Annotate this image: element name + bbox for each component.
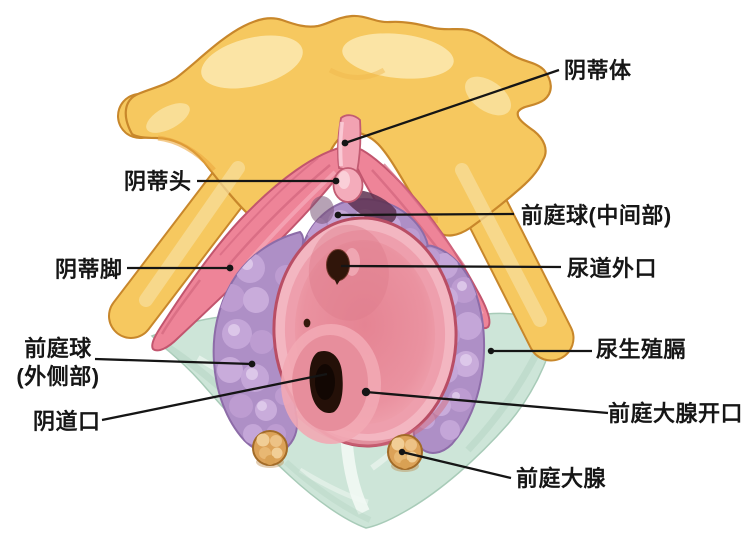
greater-vestibular-gland-left-shape [252, 430, 288, 468]
label-clitoral-body: 阴蒂体 [564, 58, 632, 83]
label-glans-clitoris: 阴蒂头 [124, 169, 192, 194]
label-urogenital-diaphragm: 尿生殖膈 [596, 337, 687, 362]
label-vestibular-bulb-lateral-line1: 前庭球 [24, 336, 92, 361]
label-vestibular-bulb-lateral: 前庭球 (外侧部) [2, 335, 114, 390]
vaginal-orifice-shape [281, 324, 381, 444]
vestibule-shape [272, 216, 458, 448]
label-vestibular-bulb-intermediate: 前庭球(中间部) [521, 203, 672, 228]
clitoris-shape [332, 114, 364, 203]
leader-lines [94, 68, 609, 480]
urethral-orifice-shape [326, 248, 360, 285]
lesser-gland-pit-upper [303, 318, 311, 328]
glans-shadow-left [310, 196, 334, 224]
label-vestibular-bulb-lateral-line2: (外侧部) [16, 363, 100, 389]
label-external-urethral-orifice: 尿道外口 [567, 256, 658, 281]
label-crus-of-clitoris: 阴蒂脚 [55, 257, 123, 282]
label-greater-vestibular-gland: 前庭大腺 [516, 466, 607, 491]
label-vaginal-orifice: 阴道口 [33, 409, 101, 434]
greater-vestibular-gland-right-shape [387, 434, 423, 472]
label-greater-vestibular-gland-opening: 前庭大腺开口 [608, 401, 744, 426]
